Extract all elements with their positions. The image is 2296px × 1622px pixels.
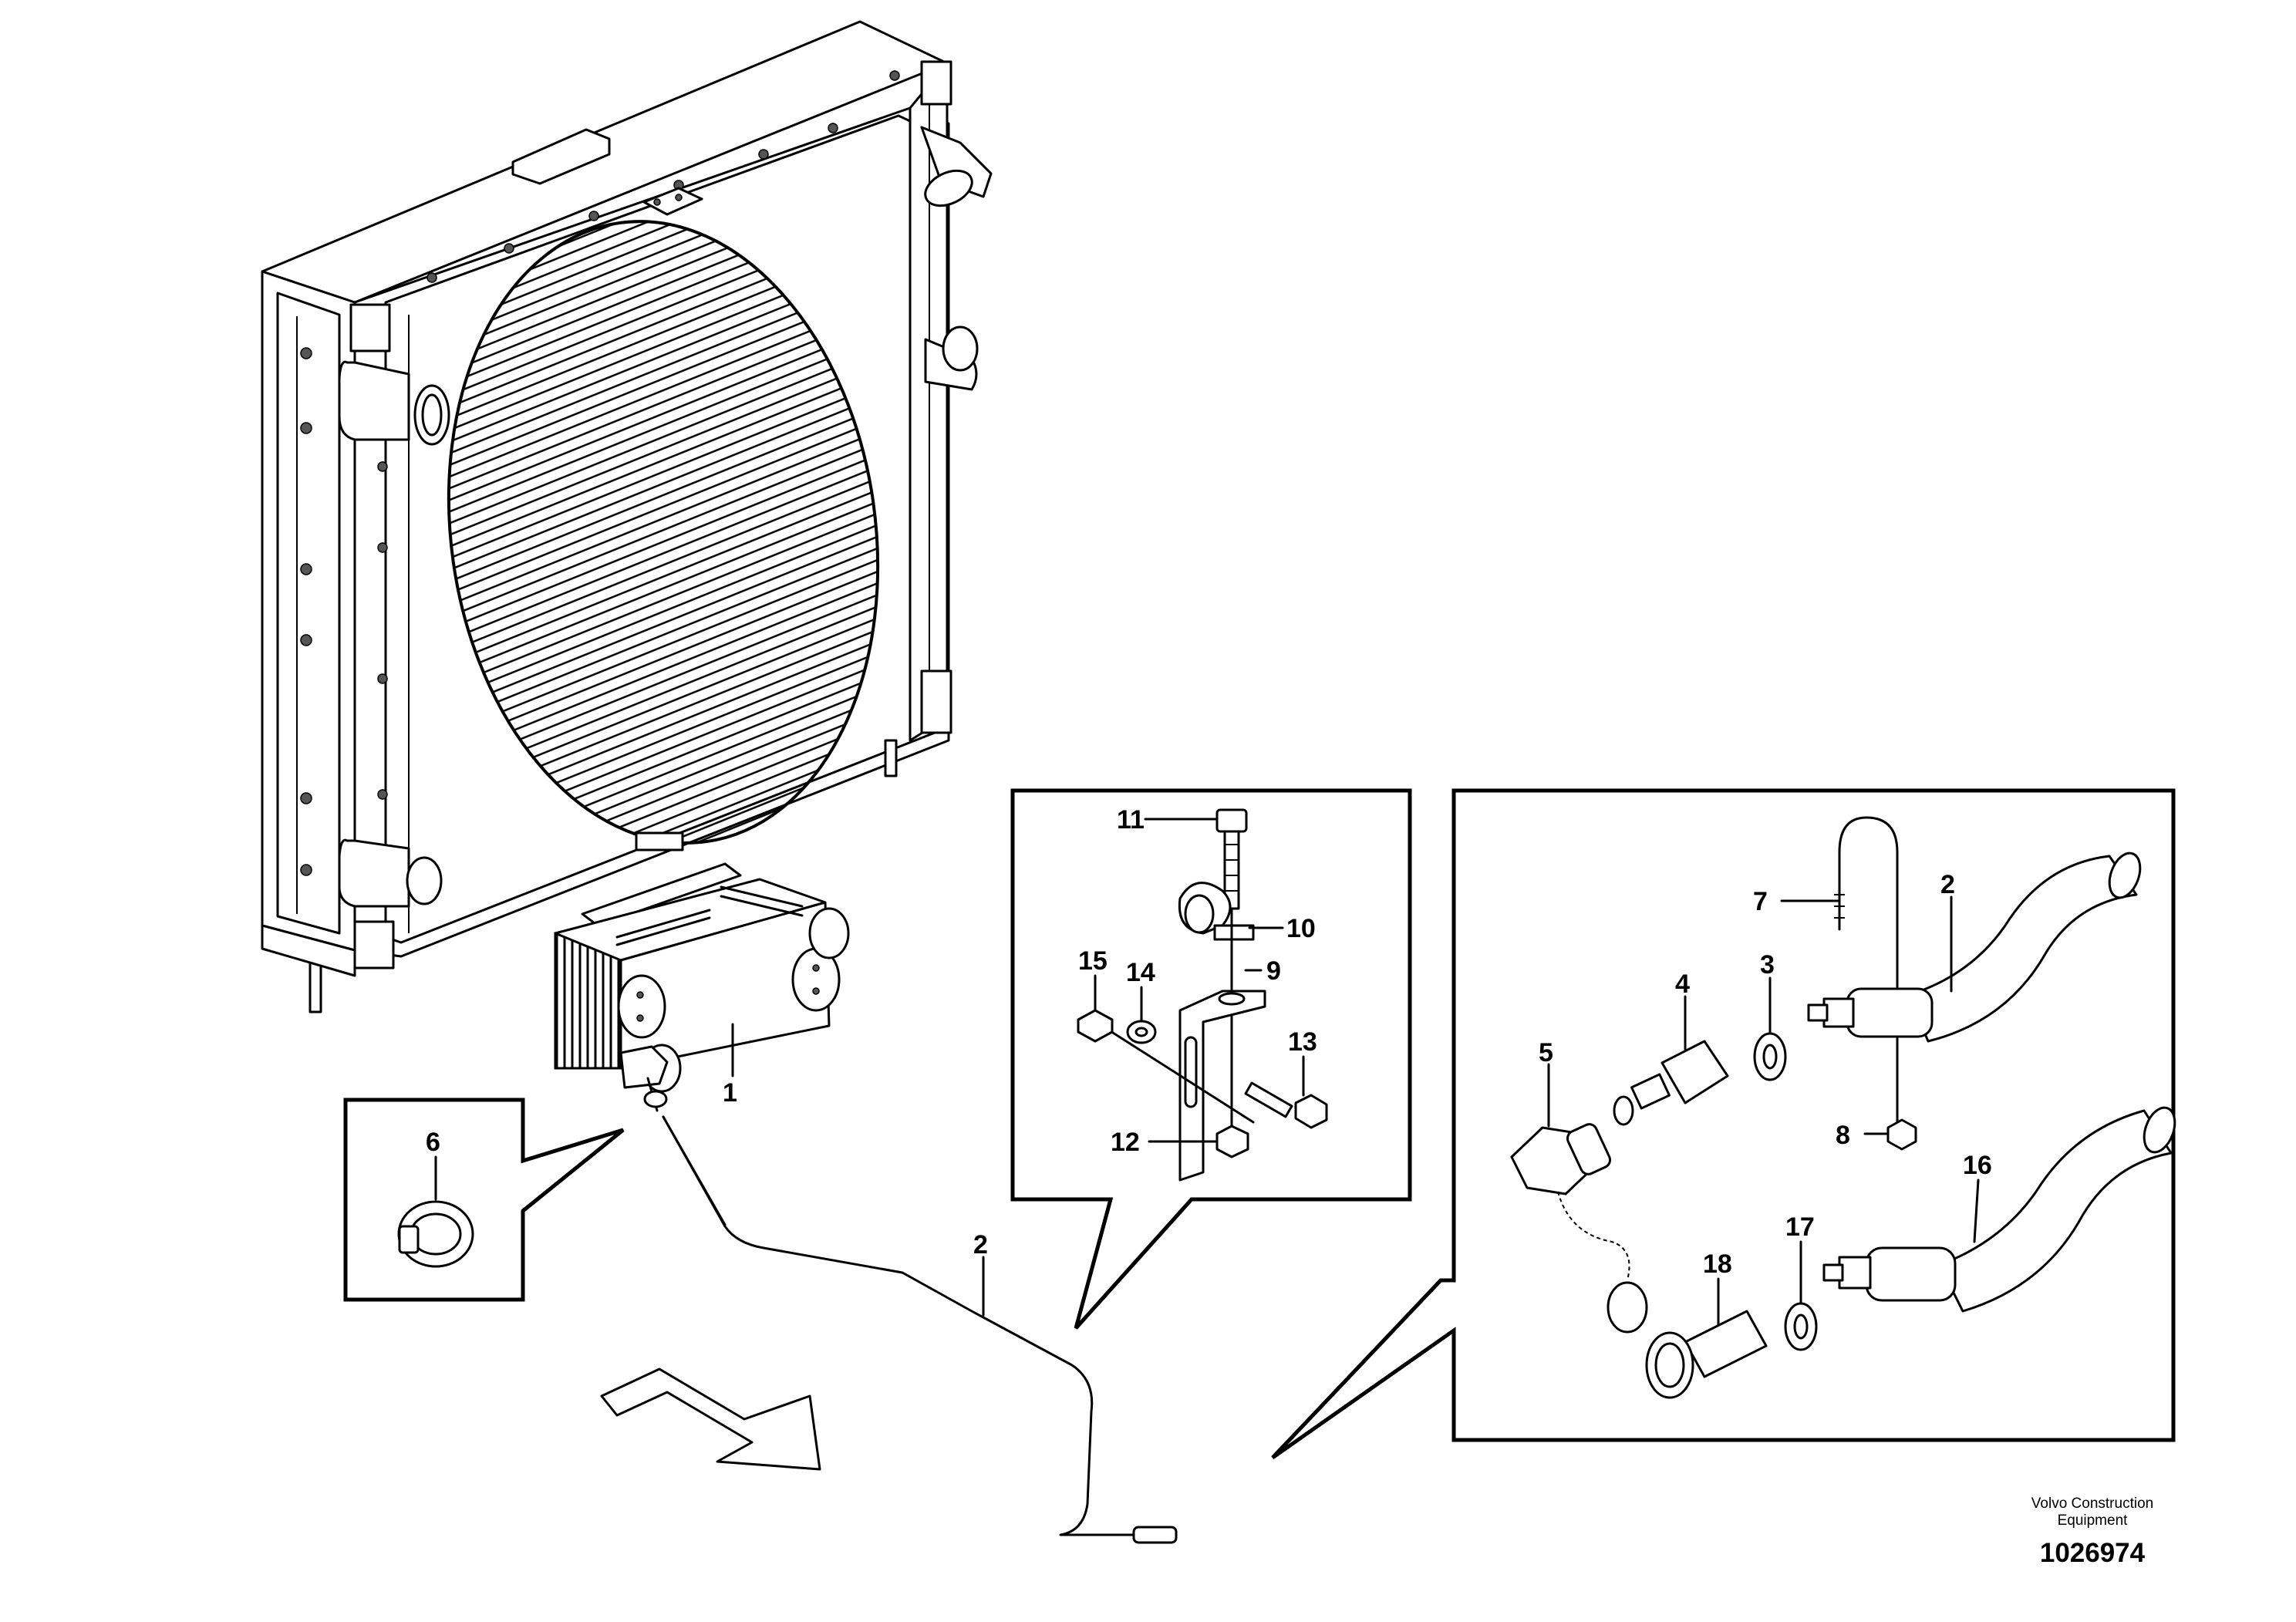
radiator-pipe-stubs (338, 126, 993, 908)
callout-7: 7 (1753, 887, 1768, 916)
callout-10: 10 (1286, 914, 1316, 943)
callout-1: 1 (723, 1078, 737, 1108)
callout-9: 9 (1266, 956, 1281, 986)
direction-arrow (600, 1367, 821, 1471)
callout-5: 5 (1539, 1038, 1553, 1067)
footer: Volvo Construction Equipment 1026974 (2031, 1496, 2153, 1568)
callout-11: 11 (1117, 805, 1145, 835)
callout-18: 18 (1703, 1249, 1732, 1279)
frame-bolts (300, 347, 312, 876)
part-number: 1026974 (2040, 1538, 2146, 1568)
detail-box-bracket (1010, 788, 1412, 1330)
credit-line-2: Equipment (2058, 1512, 2129, 1529)
callout-13: 13 (1288, 1027, 1317, 1057)
callout-17: 17 (1785, 1212, 1815, 1242)
front-face-bolts (377, 461, 388, 800)
radiator-core (447, 220, 880, 845)
hose-routing (643, 1077, 1178, 1544)
oil-cooler (554, 862, 850, 1093)
callout-2-main: 2 (973, 1230, 988, 1259)
callout-6: 6 (426, 1128, 440, 1157)
detail-box-fitting (1271, 788, 2176, 1460)
leader-lines (434, 818, 1980, 1327)
callout-15: 15 (1078, 946, 1108, 976)
top-flange-bolts (426, 70, 900, 283)
callout-14: 14 (1126, 958, 1155, 987)
credit-line-1: Volvo Construction (2031, 1496, 2153, 1512)
callout-labels: 1 2 2 3 4 5 6 7 8 9 10 11 12 13 14 15 16… (426, 805, 1992, 1279)
callout-12: 12 (1111, 1128, 1140, 1157)
callout-4: 4 (1675, 969, 1690, 999)
callout-3: 3 (1760, 950, 1775, 980)
callout-8: 8 (1836, 1121, 1850, 1150)
radiator-assembly (261, 20, 993, 1013)
callout-2-detail: 2 (1940, 870, 1955, 899)
callout-16: 16 (1963, 1151, 1992, 1180)
detail-box-clamp (343, 1098, 625, 1302)
